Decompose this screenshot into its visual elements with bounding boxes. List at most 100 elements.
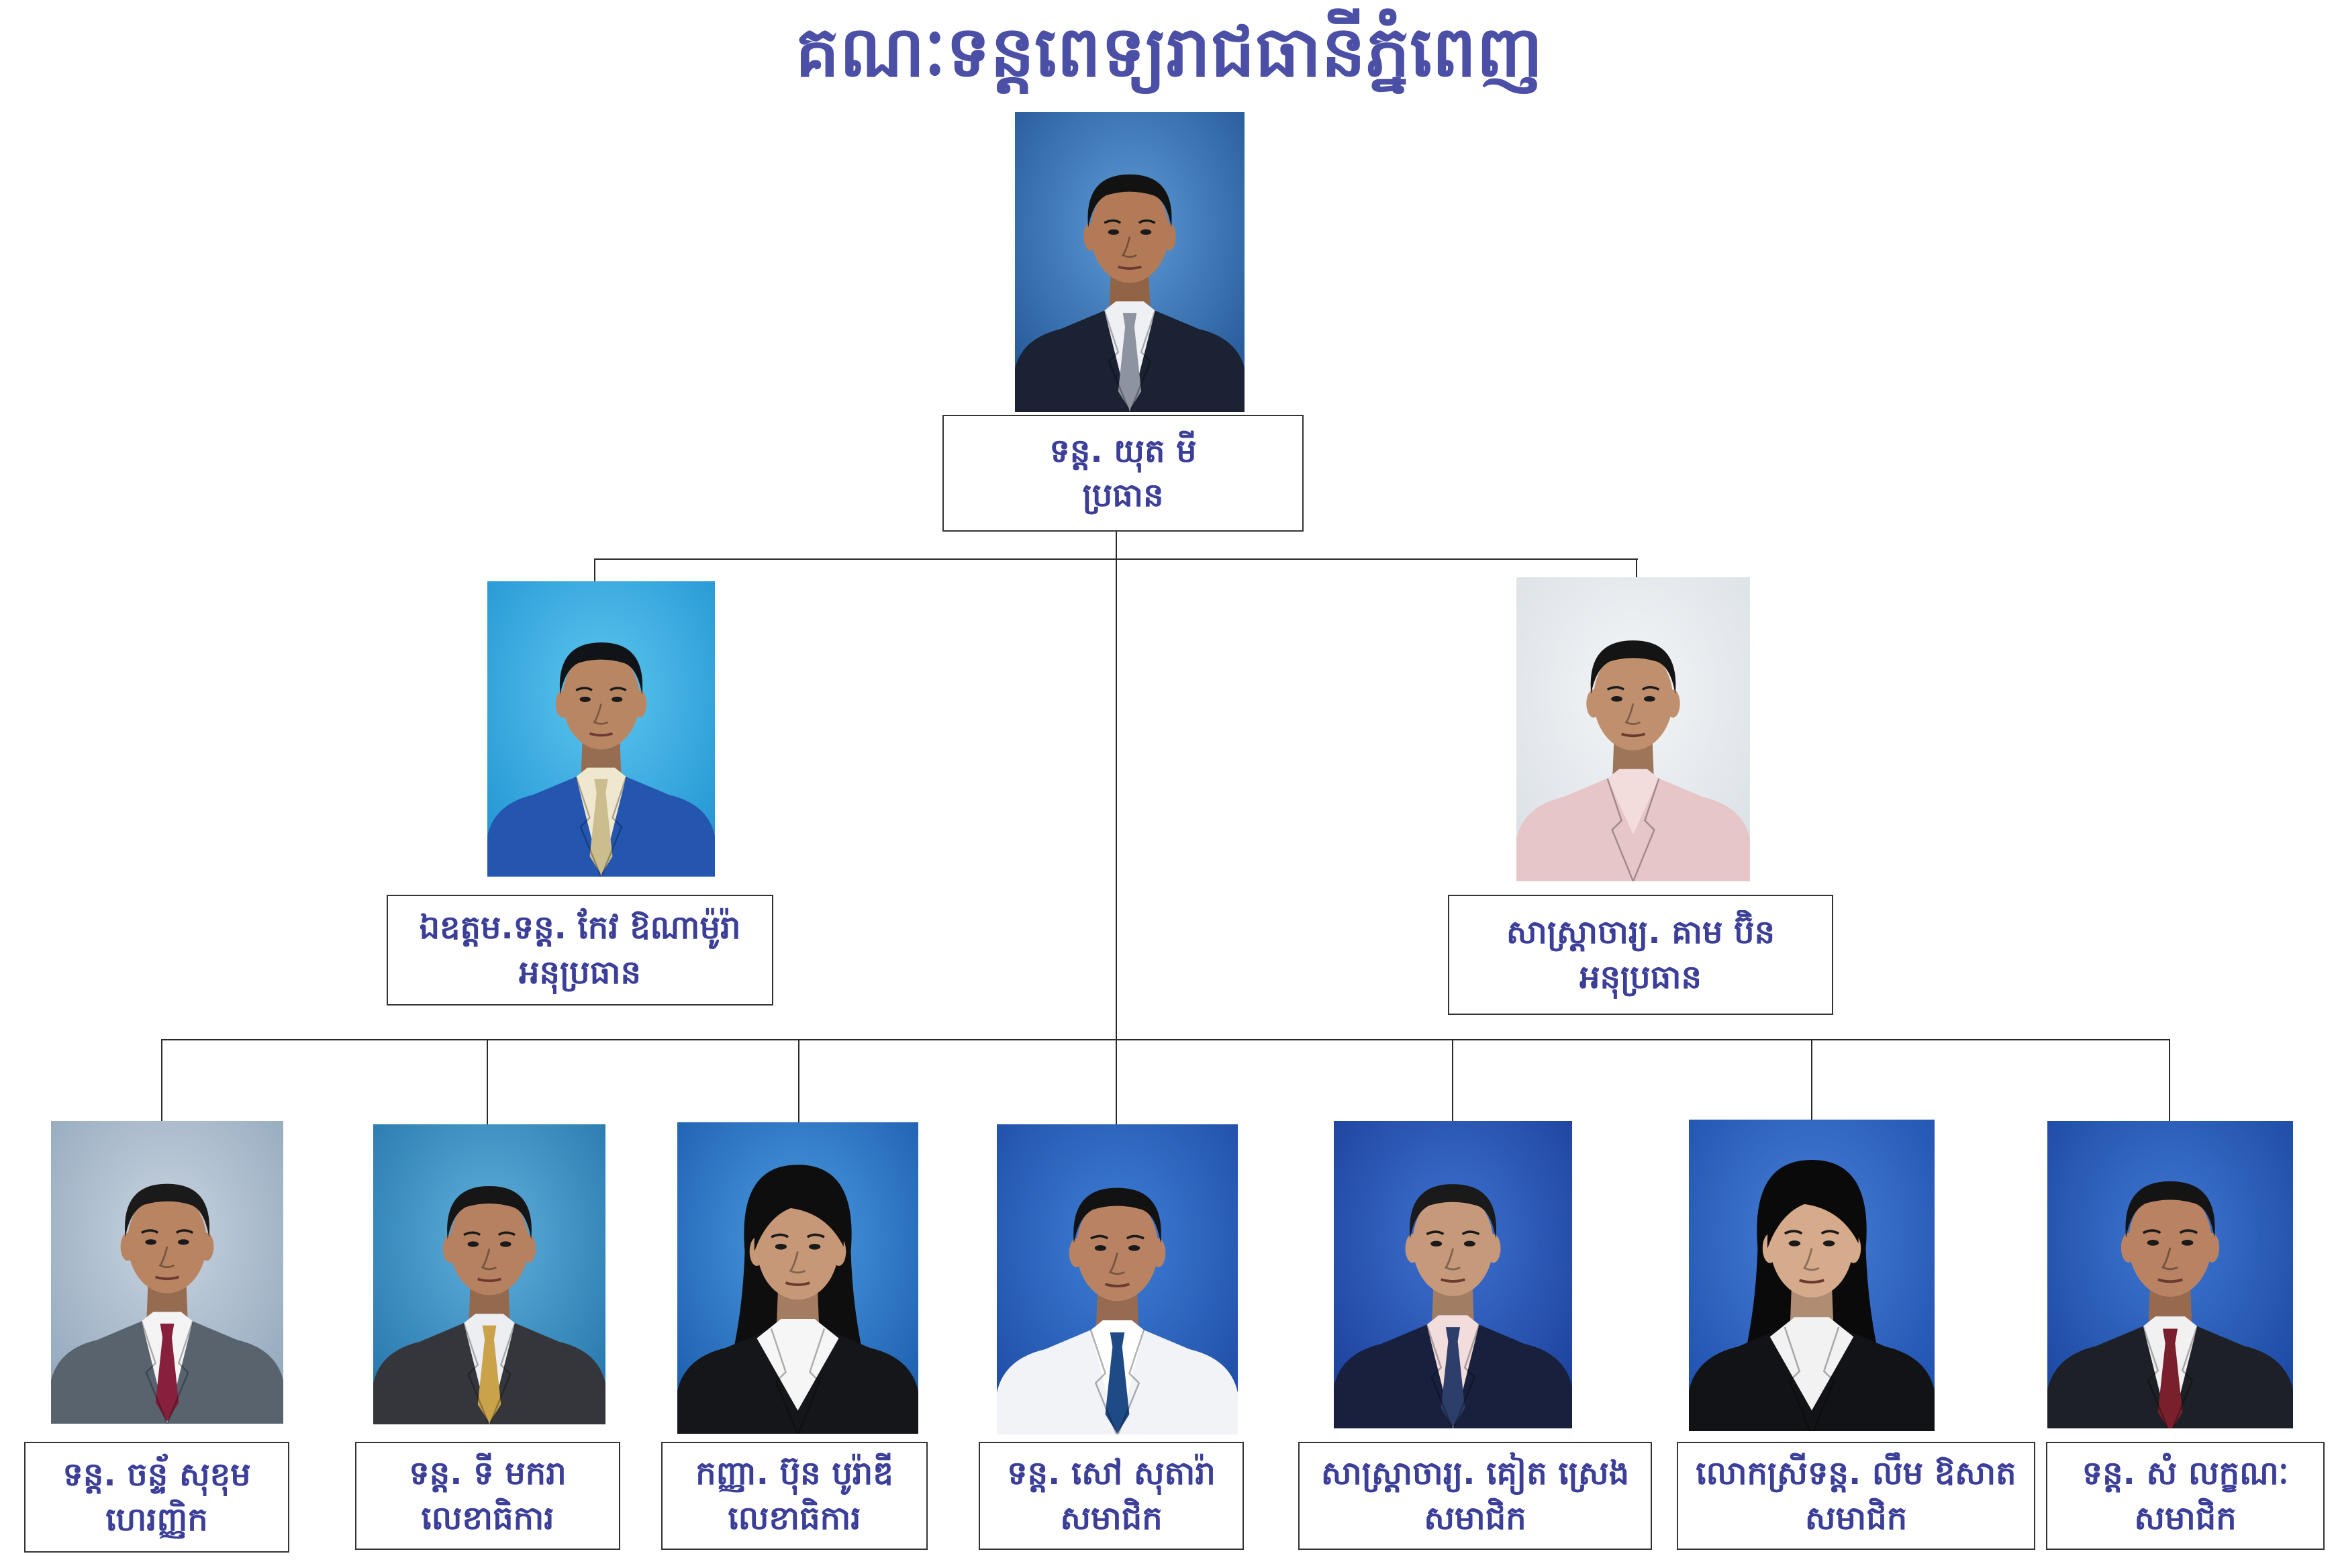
committee-member-photo xyxy=(2047,1121,2293,1428)
portrait-eye xyxy=(1822,1240,1835,1246)
portrait-hair xyxy=(754,1186,844,1252)
portrait-eye xyxy=(579,696,591,702)
portrait-eye xyxy=(1788,1240,1801,1246)
portrait-eyebrows xyxy=(2142,1229,2198,1234)
portrait-eyebrows xyxy=(1606,686,1660,691)
committee-member-role: សមាជិក xyxy=(1424,1499,1526,1537)
portrait-tie xyxy=(1441,1327,1465,1428)
portrait-nose xyxy=(158,1246,175,1269)
portrait-tie xyxy=(155,1323,179,1422)
committee-member-photo xyxy=(1334,1121,1572,1428)
man-portrait xyxy=(997,1124,1238,1434)
portrait-hair xyxy=(1767,1181,1859,1248)
portrait-tie xyxy=(2157,1328,2183,1428)
portrait-eye xyxy=(1128,1245,1140,1251)
portrait-nose xyxy=(2161,1247,2178,1271)
connector-line-committee-3 xyxy=(798,1039,799,1122)
woman-portrait xyxy=(1689,1120,1935,1431)
connector-line-committee-7 xyxy=(2169,1039,2170,1121)
committee-member-name-box: ទន្ត. សំ លក្ខណៈ សមាជិក xyxy=(2046,1442,2325,1550)
committee-member-name: ទន្ត. ទី មករា xyxy=(409,1455,567,1493)
portrait-eyebrows xyxy=(463,1231,516,1236)
portrait-eye xyxy=(809,1244,821,1250)
portrait-eye xyxy=(2147,1240,2159,1246)
portrait-head xyxy=(757,1193,839,1300)
committee-member-name-box: លោកស្រីទន្ត. លឹម ឱសាត សមាជិក xyxy=(1677,1442,2035,1550)
portrait-hair xyxy=(559,642,643,695)
portrait-nose xyxy=(481,1248,497,1271)
portrait-head xyxy=(1090,181,1169,283)
man-portrait xyxy=(1516,577,1750,881)
connector-line-committee-1 xyxy=(161,1039,162,1121)
portrait-eyebrows xyxy=(575,687,627,691)
man-portrait xyxy=(1334,1121,1572,1428)
portrait-nose xyxy=(593,703,609,725)
president-name-box: ទន្ត. យុត មី ប្រធាន xyxy=(942,415,1304,532)
portrait-eye xyxy=(177,1239,189,1245)
man-portrait xyxy=(51,1121,283,1424)
committee-member-role: ហេរញ្ញិក xyxy=(105,1500,208,1538)
vice-president-name-box: ឯឧត្តម.ទន្ត. កែវ ឱណាម៉ូរ៉ា អនុប្រធាន xyxy=(387,895,773,1006)
portrait-eye xyxy=(467,1241,479,1247)
committee-member-name-box: ទន្ត. ទី មករា លេខាធិការ xyxy=(355,1442,620,1550)
man-portrait xyxy=(1015,112,1245,412)
vice-president-photo xyxy=(487,581,715,877)
portrait-hair xyxy=(1087,174,1172,228)
portrait-eyebrows xyxy=(1426,1230,1480,1236)
committee-member-role: សមាជិក xyxy=(1060,1499,1163,1537)
portrait-mouth xyxy=(1799,1279,1824,1284)
portrait-head xyxy=(1412,1191,1494,1296)
portrait-tie xyxy=(1118,313,1142,410)
man-portrait xyxy=(373,1124,605,1424)
portrait-mouth xyxy=(477,1277,501,1283)
portrait-hair xyxy=(1073,1187,1161,1244)
committee-member-photo xyxy=(373,1124,605,1424)
portrait-eye xyxy=(1644,696,1655,702)
portrait-nose xyxy=(1624,703,1641,726)
portrait-nose xyxy=(1802,1248,1820,1271)
committee-member-name-box: ទន្ត. សៅ សុតារ៉ា សមាជិក xyxy=(979,1442,1244,1550)
connector-line-vice-horizontal xyxy=(594,558,1638,560)
portrait-nose xyxy=(1444,1248,1461,1271)
man-portrait xyxy=(2047,1121,2293,1428)
vice-president-role: អនុប្រធាន xyxy=(1579,958,1702,996)
vice-president-name-box: សាស្ត្រាចារ្យ. គាម ប៊ិន អនុប្រធាន xyxy=(1448,895,1833,1015)
connector-line-committee-2 xyxy=(487,1039,488,1124)
president-role: ប្រធាន xyxy=(1082,477,1164,514)
committee-member-name: លោកស្រីទន្ត. លឹម ឱសាត xyxy=(1696,1455,2016,1493)
committee-member-name: ទន្ត. ចន្ទ័ សុខុម xyxy=(62,1456,251,1494)
portrait-head xyxy=(2128,1188,2212,1297)
portrait-eye xyxy=(1463,1240,1475,1247)
portrait-head xyxy=(128,1191,207,1293)
committee-member-photo xyxy=(677,1122,918,1434)
portrait-head xyxy=(562,649,640,750)
portrait-tie xyxy=(589,779,613,875)
portrait-eye xyxy=(145,1239,157,1245)
portrait-tie xyxy=(477,1325,501,1423)
portrait-mouth xyxy=(1104,1283,1130,1288)
president-name: ទន្ត. យុត មី xyxy=(1049,432,1197,470)
portrait-mouth xyxy=(1620,732,1646,738)
portrait-eyebrows xyxy=(1090,1234,1144,1240)
vice-president-name: សាស្ត្រាចារ្យ. គាម ប៊ិន xyxy=(1506,914,1775,952)
portrait-eye xyxy=(1094,1245,1106,1251)
committee-member-photo xyxy=(51,1121,283,1424)
portrait-hair xyxy=(447,1186,532,1240)
vice-president-name: ឯឧត្តម.ទន្ត. កែវ ឱណាម៉ូរ៉ា xyxy=(419,909,741,947)
president-photo xyxy=(1015,112,1245,412)
portrait-mouth xyxy=(1118,265,1142,271)
portrait-head xyxy=(1076,1195,1159,1302)
man-portrait xyxy=(487,581,715,877)
committee-member-name-box: កញ្ញា. ប៊ុន បូរ៉ាឌី លេខាធិការ xyxy=(661,1442,928,1550)
portrait-hair xyxy=(1409,1184,1497,1239)
portrait-eye xyxy=(499,1241,512,1247)
portrait-hair xyxy=(124,1183,210,1238)
portrait-eye xyxy=(1611,696,1622,702)
woman-portrait xyxy=(677,1122,918,1434)
portrait-eyebrows xyxy=(1104,219,1156,224)
connector-line-vice-left xyxy=(594,558,595,581)
committee-member-role: សមាជិក xyxy=(1804,1499,1908,1537)
portrait-eye xyxy=(1108,229,1120,235)
portrait-tie xyxy=(1105,1332,1130,1434)
